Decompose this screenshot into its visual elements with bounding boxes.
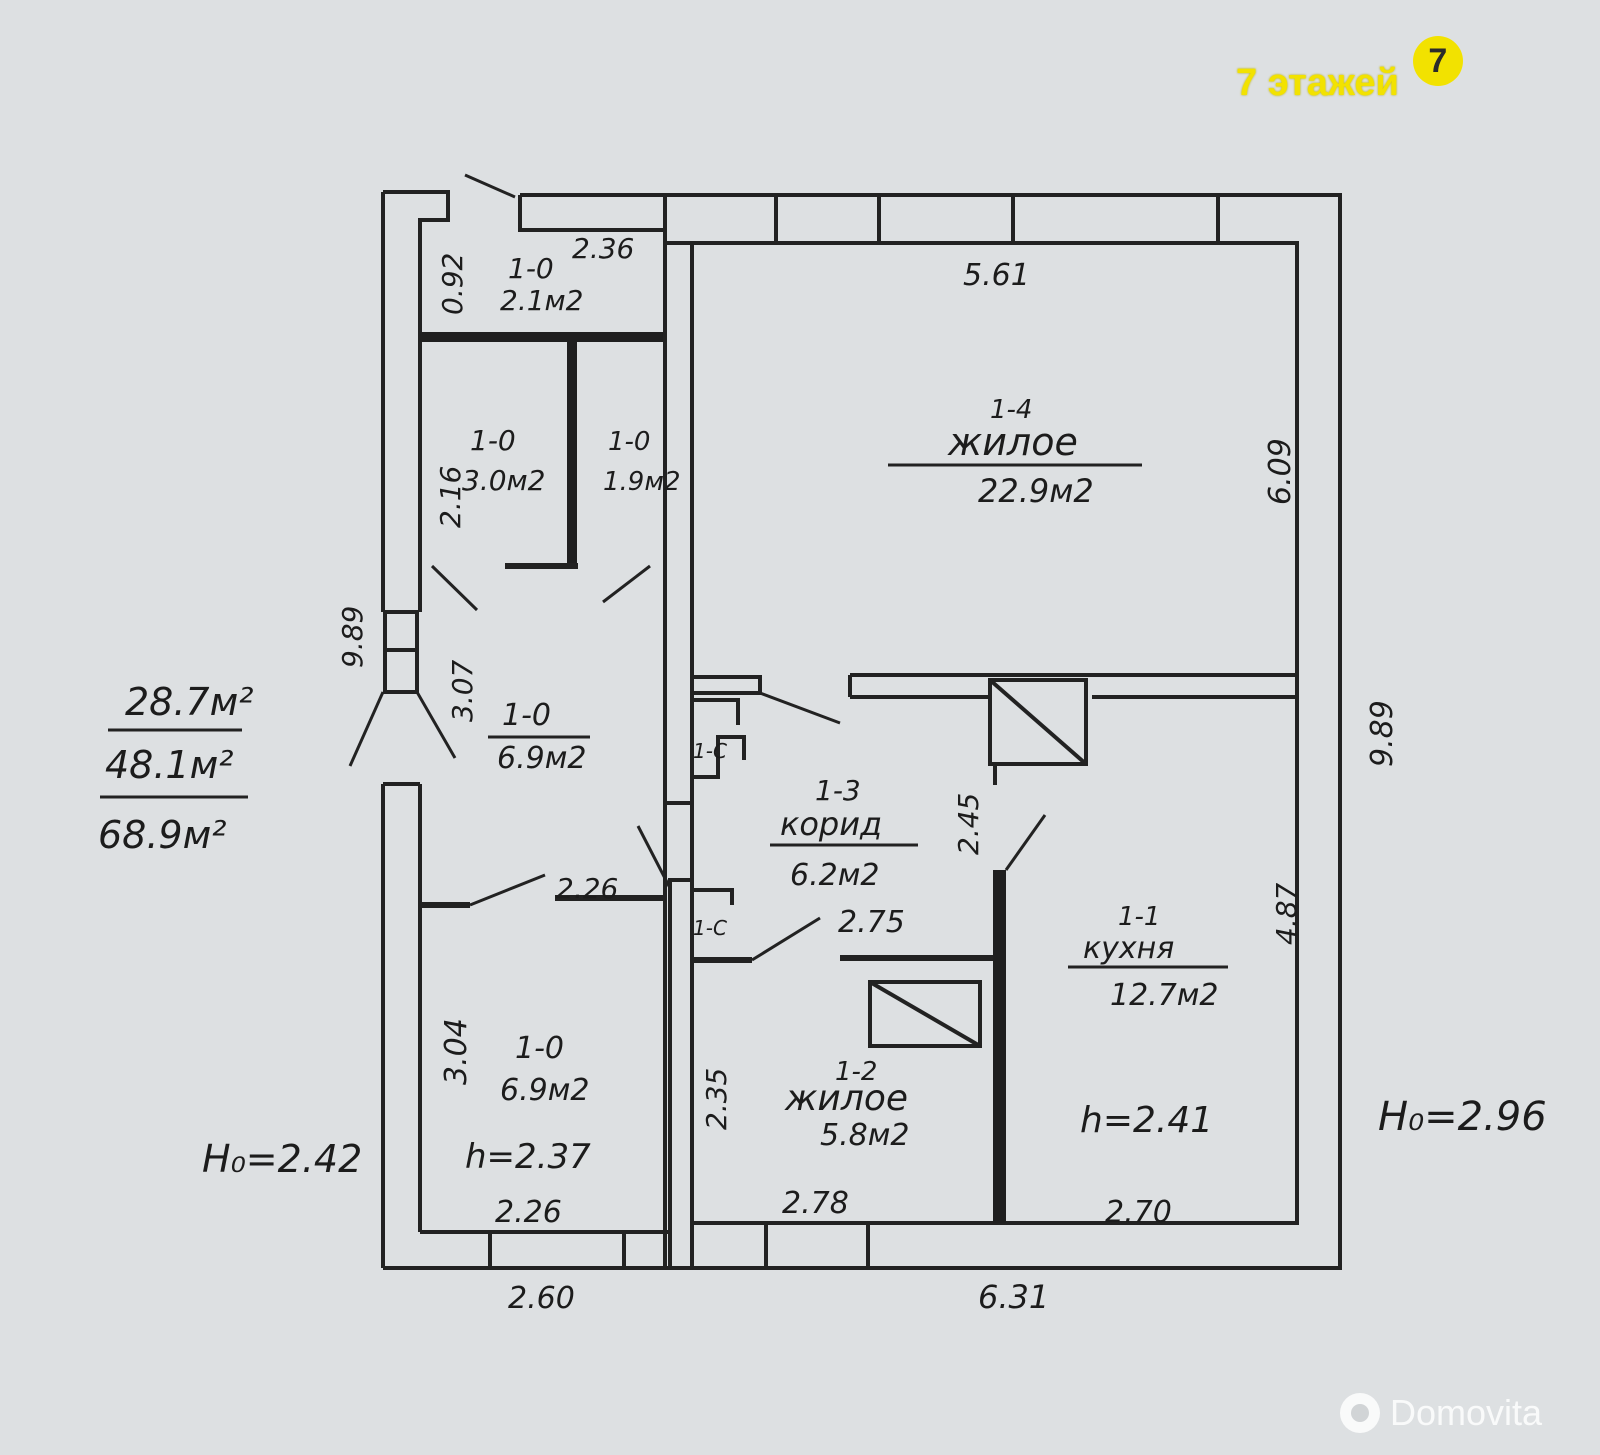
dim-label: 2.45 xyxy=(952,793,985,855)
dim-label: 2.60 xyxy=(508,1281,575,1316)
dim-label: 4.87 xyxy=(1270,882,1303,945)
dim-label: 3.07 xyxy=(446,659,479,722)
dim-label: 9.89 xyxy=(1365,700,1400,767)
room-height: h=2.41 xyxy=(1080,1100,1213,1141)
room-id: 1-0 xyxy=(515,1031,564,1066)
dim-label: 3.04 xyxy=(439,1018,474,1085)
room-area: 3.0м2 xyxy=(462,464,545,497)
outer-heights: Н₀=2.42 Н₀=2.96 xyxy=(202,1094,1547,1181)
walls xyxy=(381,190,1342,1270)
room-area: 6.9м2 xyxy=(500,1073,589,1108)
room-area: 2.1м2 xyxy=(500,284,583,317)
summary-area-3: 68.9м² xyxy=(98,813,227,857)
closet-label: 1-С xyxy=(693,739,727,763)
room-labels: 1-0 2.1м2 1-0 3.0м2 1-0 1.9м2 1-0 6.9м2 … xyxy=(462,252,1228,1177)
height-label-right: Н₀=2.96 xyxy=(1378,1094,1547,1140)
dim-label: 2.70 xyxy=(1105,1195,1172,1230)
dimension-labels: 2.36 0.92 2.16 3.07 9.89 2.26 3.04 2.26 … xyxy=(336,232,1400,1316)
door-swings xyxy=(348,173,1047,962)
brand-logo-text: 7 этажей xyxy=(1236,61,1399,104)
room-area: 6.2м2 xyxy=(790,858,879,893)
room-id: 1-0 xyxy=(470,424,516,457)
room-area: 22.9м2 xyxy=(978,472,1094,510)
room-id: 1-0 xyxy=(508,252,554,285)
dim-label: 2.16 xyxy=(434,466,467,528)
brand-logo: 7 этажей 7 xyxy=(1236,36,1463,108)
dim-label: 6.09 xyxy=(1263,438,1298,505)
height-label-left: Н₀=2.42 xyxy=(202,1137,362,1181)
room-name: корид xyxy=(780,805,882,843)
room-id: 1-1 xyxy=(1118,902,1160,932)
summary-areas: 28.7м² 48.1м² 68.9м² xyxy=(98,680,254,857)
dim-label: 0.92 xyxy=(436,253,469,315)
watermark-text: Domovita xyxy=(1390,1392,1543,1433)
room-area: 5.8м2 xyxy=(820,1118,909,1153)
room-area: 1.9м2 xyxy=(603,467,681,497)
room-area: 6.9м2 xyxy=(497,741,586,776)
dim-label: 5.61 xyxy=(963,258,1030,293)
room-id: 1-4 xyxy=(990,395,1032,425)
dim-label: 2.26 xyxy=(495,1195,562,1230)
brand-badge-icon: 7 xyxy=(1412,36,1463,86)
room-id: 1-2 xyxy=(835,1057,877,1087)
watermark: Domovita xyxy=(1340,1392,1542,1434)
dim-label: 2.35 xyxy=(700,1068,733,1130)
summary-area-2: 48.1м² xyxy=(105,743,234,787)
dim-label: 2.26 xyxy=(556,872,618,905)
room-height: h=2.37 xyxy=(465,1137,591,1177)
room-id: 1-3 xyxy=(815,774,861,807)
dim-label: 2.75 xyxy=(838,905,905,940)
room-id: 1-0 xyxy=(502,698,551,733)
room-name: жилое xyxy=(784,1078,908,1119)
room-name: кухня xyxy=(1083,931,1174,966)
room-area: 12.7м2 xyxy=(1110,978,1219,1013)
dim-label: 9.89 xyxy=(336,606,369,668)
watermark-icon xyxy=(1340,1393,1380,1433)
dim-label: 2.36 xyxy=(572,232,634,265)
room-id: 1-0 xyxy=(608,427,650,457)
dim-label: 2.78 xyxy=(782,1186,849,1221)
dim-label: 6.31 xyxy=(978,1278,1049,1316)
closet-label: 1-С xyxy=(693,916,727,940)
room-name: жилое xyxy=(947,420,1078,464)
summary-area-1: 28.7м² xyxy=(125,680,254,724)
